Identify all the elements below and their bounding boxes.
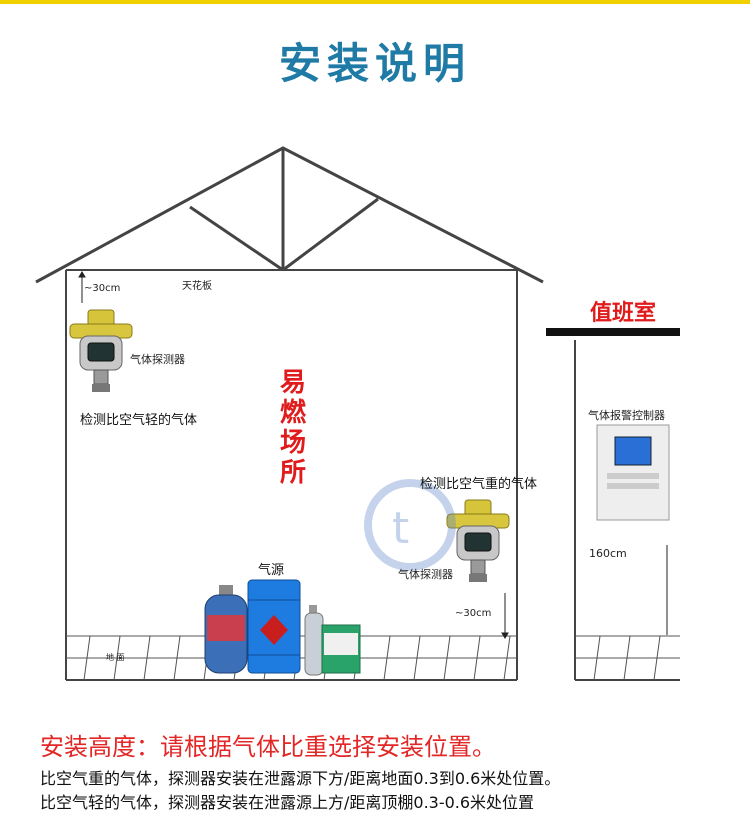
duty-room-label: 值班室 xyxy=(590,301,657,326)
fire-zone-char-2: 燃 xyxy=(279,398,306,428)
fire-zone-char-3: 场 xyxy=(279,428,306,458)
top-dimension-arrow xyxy=(78,271,86,303)
bottom-distance-label: ~30cm xyxy=(455,608,492,619)
watermark-logo: t xyxy=(364,479,456,571)
heavy-gas-label: 检测比空气重的气体 xyxy=(420,477,538,492)
detector-label-top: 气体探测器 xyxy=(130,353,185,366)
bottom-dimension-arrow xyxy=(501,593,509,639)
blue-drum xyxy=(247,579,301,674)
gas-detector-top xyxy=(69,309,133,392)
gas-cylinder xyxy=(204,585,248,674)
top-accent-bar xyxy=(0,0,750,4)
gas-detector-bottom xyxy=(446,499,510,582)
diagram-drawing: t xyxy=(35,146,680,681)
svg-text:t: t xyxy=(392,503,409,554)
light-gas-label: 检测比空气轻的气体 xyxy=(80,413,198,428)
fire-zone-char-1: 易 xyxy=(279,368,306,398)
detector-label-bottom: 气体探测器 xyxy=(398,568,453,581)
ceiling-label: 天花板 xyxy=(182,281,212,292)
roof xyxy=(35,146,544,284)
small-cylinder xyxy=(304,605,324,676)
gas-source-label: 气源 xyxy=(258,563,285,578)
heavy-gas-instruction: 比空气重的气体，探测器安装在泄露源下方/距离地面0.3到0.6米处位置。 xyxy=(40,769,561,788)
installation-diagram: t 天花板 ~30cm 气体探测器 xyxy=(0,115,750,715)
paint-bucket xyxy=(321,624,361,674)
controller-height-label: 160cm xyxy=(589,547,627,560)
duty-floor-grid xyxy=(575,635,680,681)
page-title: 安装说明 xyxy=(278,39,471,88)
light-gas-instruction: 比空气轻的气体，探测器安装在泄露源上方/距离顶棚0.3-0.6米处位置 xyxy=(40,793,535,812)
alarm-controller xyxy=(596,424,670,521)
fire-zone-char-4: 所 xyxy=(279,458,306,488)
house-walls xyxy=(65,269,518,681)
floor-label: 地 面 xyxy=(106,653,125,662)
controller-label: 气体报警控制器 xyxy=(588,409,665,422)
top-distance-label: ~30cm xyxy=(84,283,121,294)
duty-room xyxy=(546,328,680,681)
installation-height-heading: 安装高度：请根据气体比重选择安装位置。 xyxy=(40,733,496,761)
